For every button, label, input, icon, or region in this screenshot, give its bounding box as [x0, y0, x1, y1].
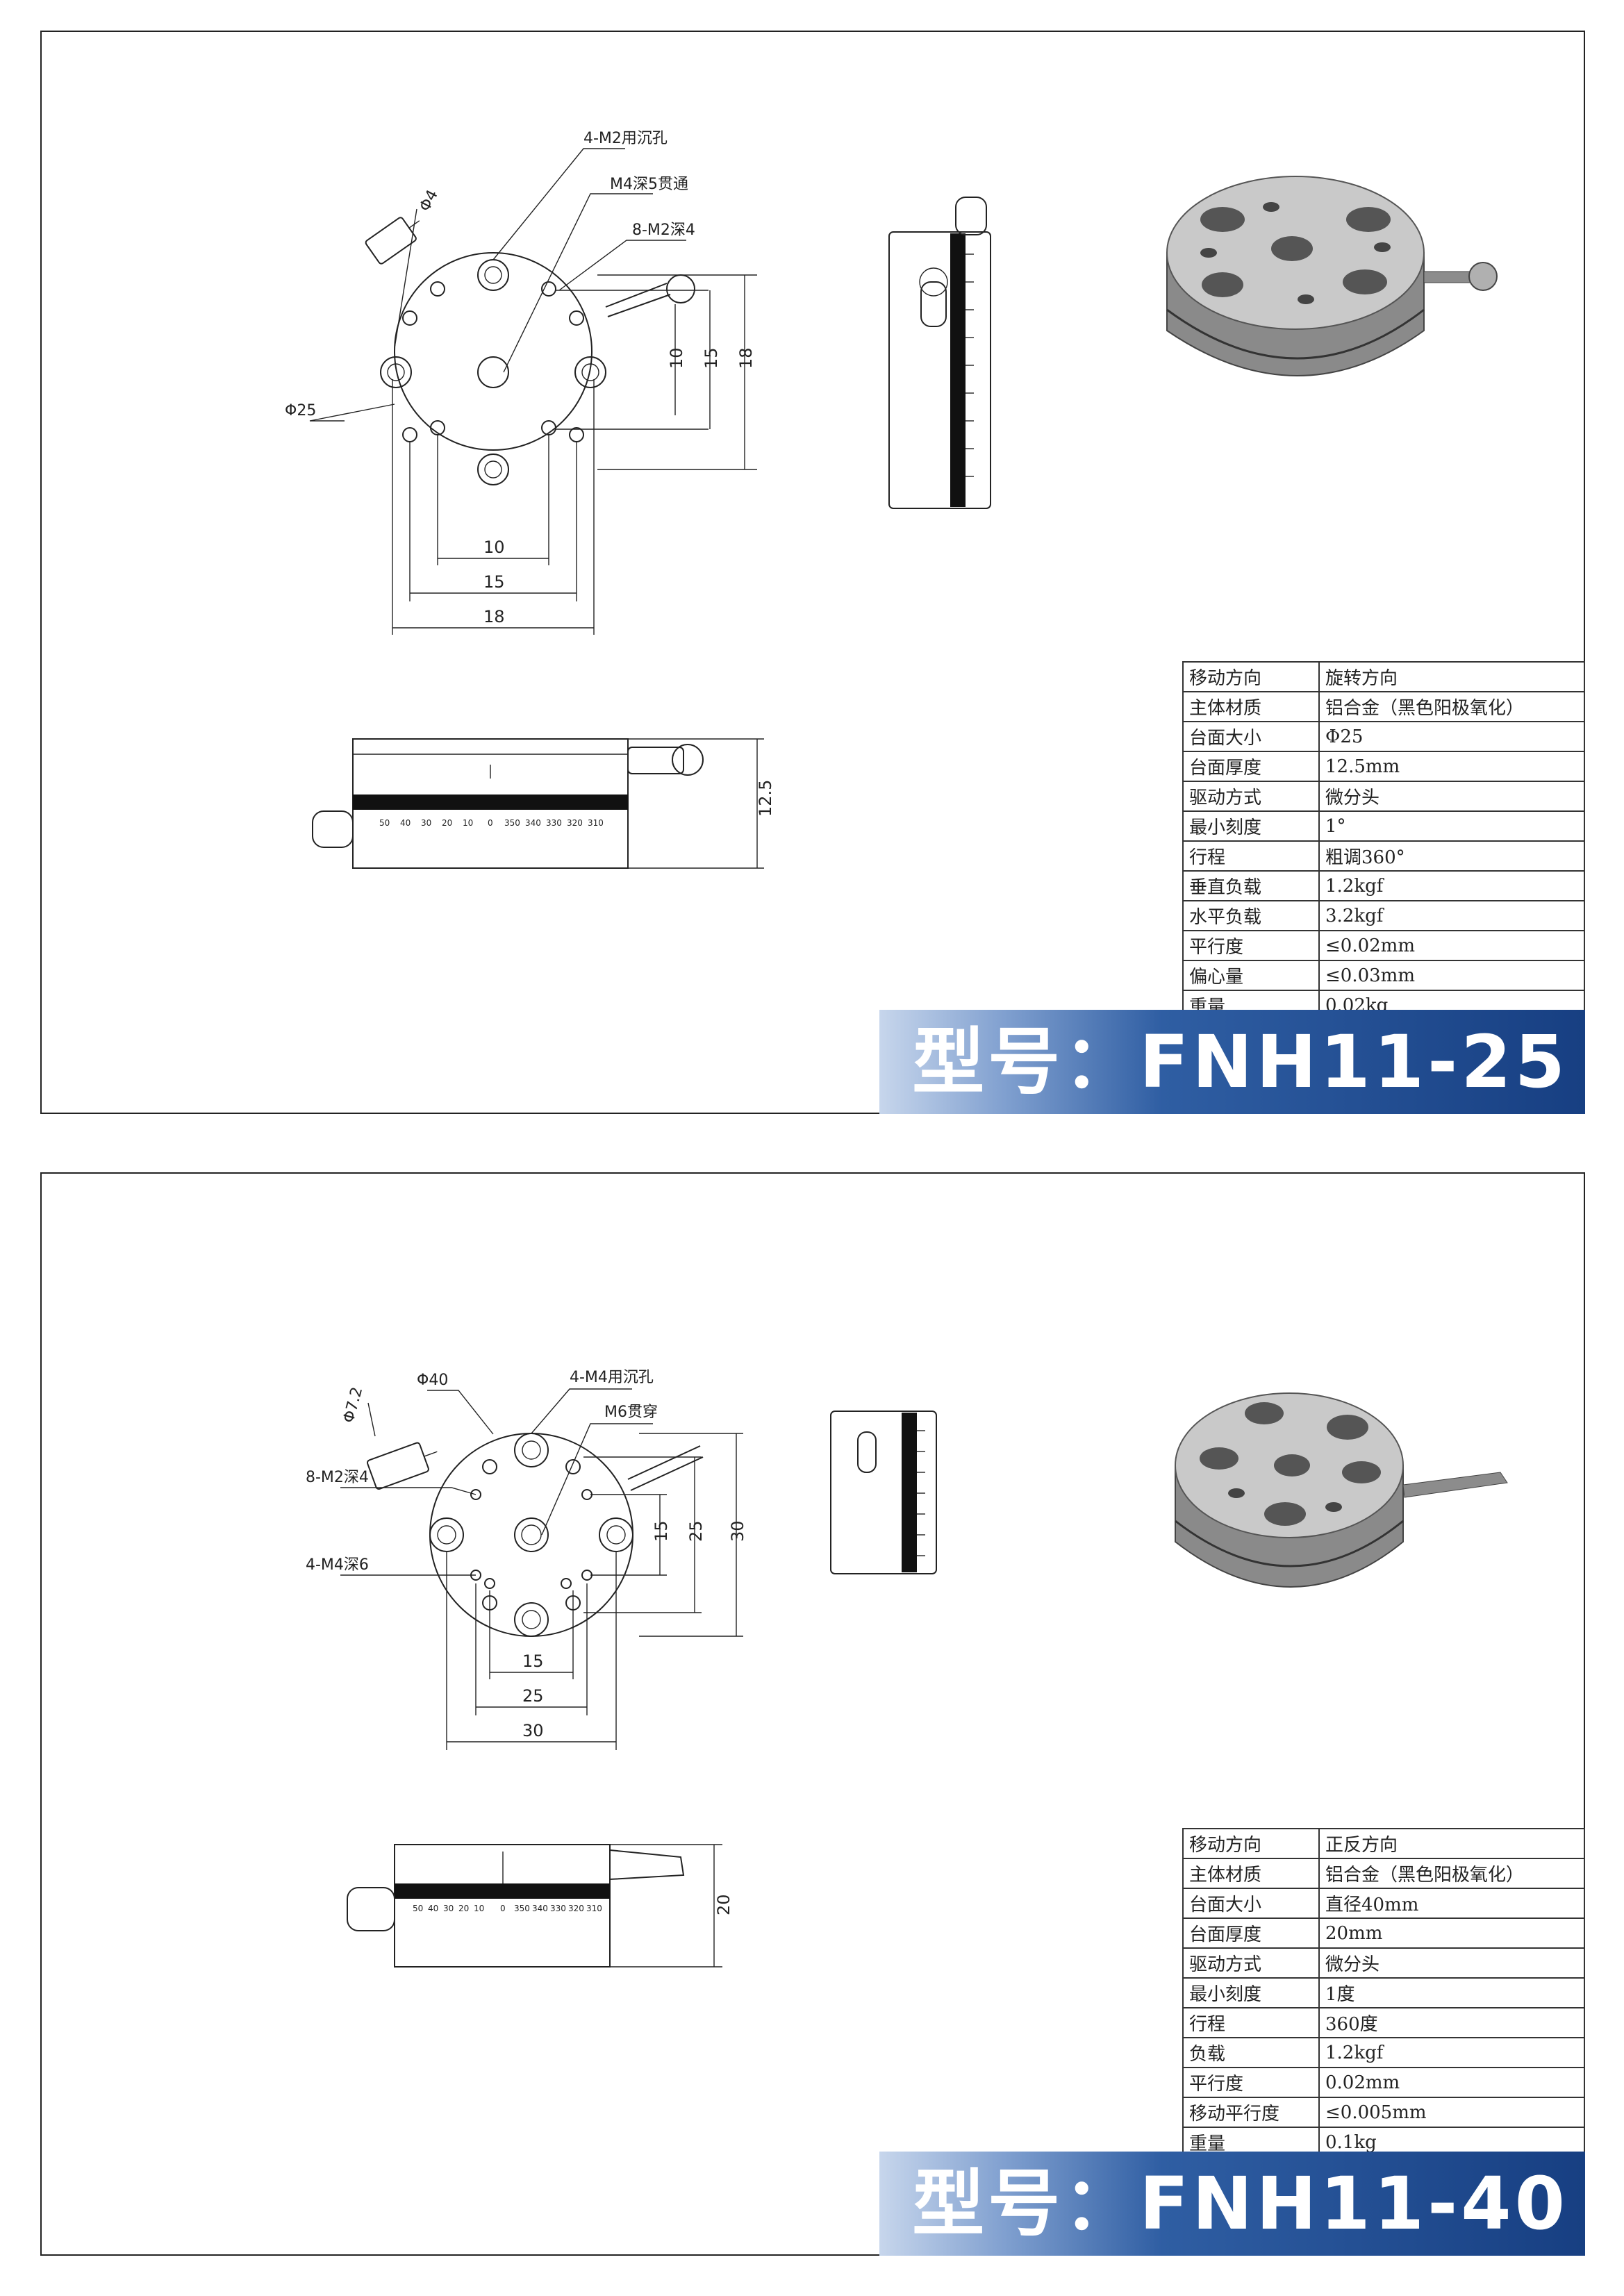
dim-h3: 18: [736, 347, 756, 369]
svg-text:320: 320: [568, 1904, 584, 1913]
technical-drawing: 4-M2用沉孔 M4深5贯通 8-M2深4 Φ4 Φ25 10 15 18: [285, 130, 1498, 869]
spec-row: 驱动方式微分头: [1182, 1947, 1585, 1979]
knob-dia-label: Φ4: [416, 187, 442, 214]
svg-text:40: 40: [400, 818, 411, 828]
svg-text:20: 20: [442, 818, 452, 828]
front-view: 50 40 30 20 10 0 350 340 330 320 310 12.5: [312, 738, 775, 869]
svg-text:0: 0: [500, 1904, 506, 1913]
spec-row: 主体材质铝合金（黑色阳极氧化）: [1182, 691, 1585, 722]
svg-text:310: 310: [586, 1904, 602, 1913]
tapped-holes-label: 8-M2深4: [632, 222, 695, 239]
spec-row: 偏心量≤0.03mm: [1182, 960, 1585, 991]
technical-drawing: 4-M4用沉孔 M6贯穿 8-M2深4 4-M4深6 Φ40 Φ7.2 15 2…: [306, 1369, 1508, 1968]
svg-text:330: 330: [550, 1904, 566, 1913]
front-scale: 50 40 30 20 10 0 350 340 330 320 310: [379, 818, 604, 828]
svg-text:350: 350: [514, 1904, 530, 1913]
spec-row: 平行度≤0.02mm: [1182, 930, 1585, 961]
svg-text:10: 10: [474, 1904, 484, 1913]
model-banner: 型号：FNH11-25: [879, 1010, 1585, 1114]
table-dia-label: Φ40: [417, 1372, 448, 1389]
spec-table: 移动方向正反方向 主体材质铝合金（黑色阳极氧化） 台面大小直径40mm 台面厚度…: [1182, 1828, 1585, 2158]
through-hole-label: M6贯穿: [604, 1404, 658, 1421]
tapped-holes: [470, 1459, 593, 1611]
dim-w2: 25: [522, 1686, 544, 1706]
spec-row: 行程粗调360°: [1182, 840, 1585, 872]
vertical-scale-ticks: [966, 253, 974, 477]
svg-text:30: 30: [421, 818, 431, 828]
svg-text:30: 30: [443, 1904, 454, 1913]
top-view: 4-M4用沉孔 M6贯穿 8-M2深4 4-M4深6 Φ40 Φ7.2 15 2…: [306, 1369, 747, 1750]
svg-text:310: 310: [588, 818, 604, 828]
side-view-right: [830, 1411, 937, 1574]
dim-h1: 10: [667, 347, 686, 369]
counterbore-label: 4-M2用沉孔: [583, 130, 668, 147]
spec-row: 主体材质铝合金（黑色阳极氧化）: [1182, 1858, 1585, 1889]
svg-text:10: 10: [463, 818, 473, 828]
dim-h2: 15: [702, 347, 721, 369]
dim-w2: 15: [483, 572, 505, 592]
svg-text:340: 340: [532, 1904, 548, 1913]
svg-text:340: 340: [525, 818, 541, 828]
knob-dia-label: Φ7.2: [340, 1386, 367, 1425]
counterbore-label: 4-M4用沉孔: [570, 1369, 654, 1386]
side-view-right: [888, 197, 991, 509]
svg-text:320: 320: [567, 818, 583, 828]
dim-w3: 18: [483, 607, 505, 626]
product-render: [1166, 176, 1498, 376]
product-render: [1175, 1392, 1508, 1588]
dim-h3: 30: [728, 1520, 747, 1542]
dim-height: 12.5: [756, 780, 775, 817]
spec-row: 驱动方式微分头: [1182, 781, 1585, 812]
drawing-sheet-fnh11-40: 4-M4用沉孔 M6贯穿 8-M2深4 4-M4深6 Φ40 Φ7.2 15 2…: [40, 1172, 1585, 2256]
counterbore-holes: [429, 1433, 633, 1637]
center-through-hole: [477, 356, 509, 388]
svg-text:50: 50: [413, 1904, 423, 1913]
dim-h2: 25: [686, 1520, 706, 1542]
dim-height: 20: [714, 1894, 734, 1915]
spec-row: 移动平行度≤0.005mm: [1182, 2097, 1585, 2128]
through-hole-label: M4深5贯通: [610, 176, 688, 193]
tapped-holes-b-label: 4-M4深6: [306, 1556, 369, 1574]
table-dia-label: Φ25: [285, 402, 316, 419]
svg-text:0: 0: [488, 818, 493, 828]
dim-h1: 15: [652, 1520, 671, 1542]
dim-w1: 15: [522, 1652, 544, 1671]
counterbore-holes: [380, 259, 606, 485]
vertical-scale-ticks: [917, 1430, 925, 1556]
svg-text:330: 330: [546, 818, 562, 828]
spec-row: 移动方向旋转方向: [1182, 661, 1585, 692]
svg-text:50: 50: [379, 818, 390, 828]
tapped-holes-a-label: 8-M2深4: [306, 1469, 369, 1486]
tapped-holes: [402, 281, 584, 442]
dim-w3: 30: [522, 1721, 544, 1740]
svg-text:20: 20: [458, 1904, 469, 1913]
svg-text:40: 40: [428, 1904, 438, 1913]
model-banner: 型号：FNH11-40: [879, 2152, 1585, 2256]
drawing-sheet-fnh11-25: 4-M2用沉孔 M4深5贯通 8-M2深4 Φ4 Φ25 10 15 18: [40, 31, 1585, 1114]
spec-row: 移动方向正反方向: [1182, 1828, 1585, 1859]
top-view: 4-M2用沉孔 M4深5贯通 8-M2深4 Φ4 Φ25 10 15 18: [285, 130, 757, 635]
svg-text:350: 350: [504, 818, 520, 828]
spec-row: 台面大小直径40mm: [1182, 1888, 1585, 1919]
dim-w1: 10: [483, 538, 505, 557]
